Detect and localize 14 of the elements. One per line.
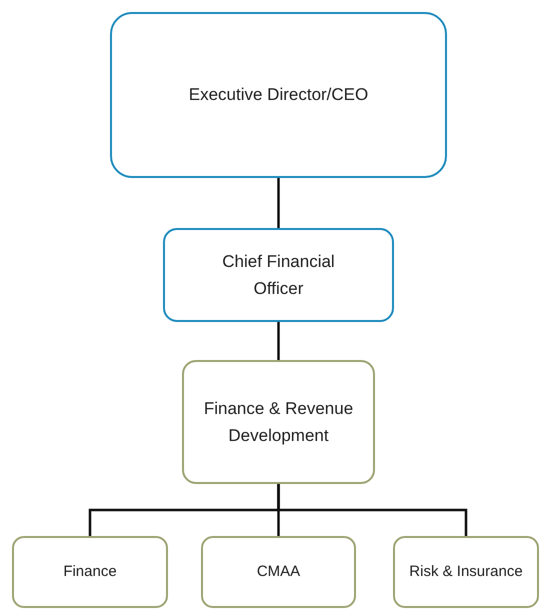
org-box xyxy=(201,536,356,608)
org-box xyxy=(110,12,447,178)
org-box xyxy=(12,536,168,608)
box-label: Finance xyxy=(63,562,117,582)
box-label: Risk & Insurance xyxy=(409,562,523,582)
box-label: Finance & Revenue Development xyxy=(202,398,354,447)
connector-line xyxy=(277,322,280,360)
box-label: Chief Financial Officer xyxy=(221,250,336,300)
box-label: Executive Director/CEO xyxy=(188,84,368,106)
org-box xyxy=(393,536,539,608)
org-box xyxy=(182,360,375,484)
connector-line xyxy=(277,178,280,228)
org-box xyxy=(163,228,394,322)
box-label: CMAA xyxy=(256,562,300,582)
